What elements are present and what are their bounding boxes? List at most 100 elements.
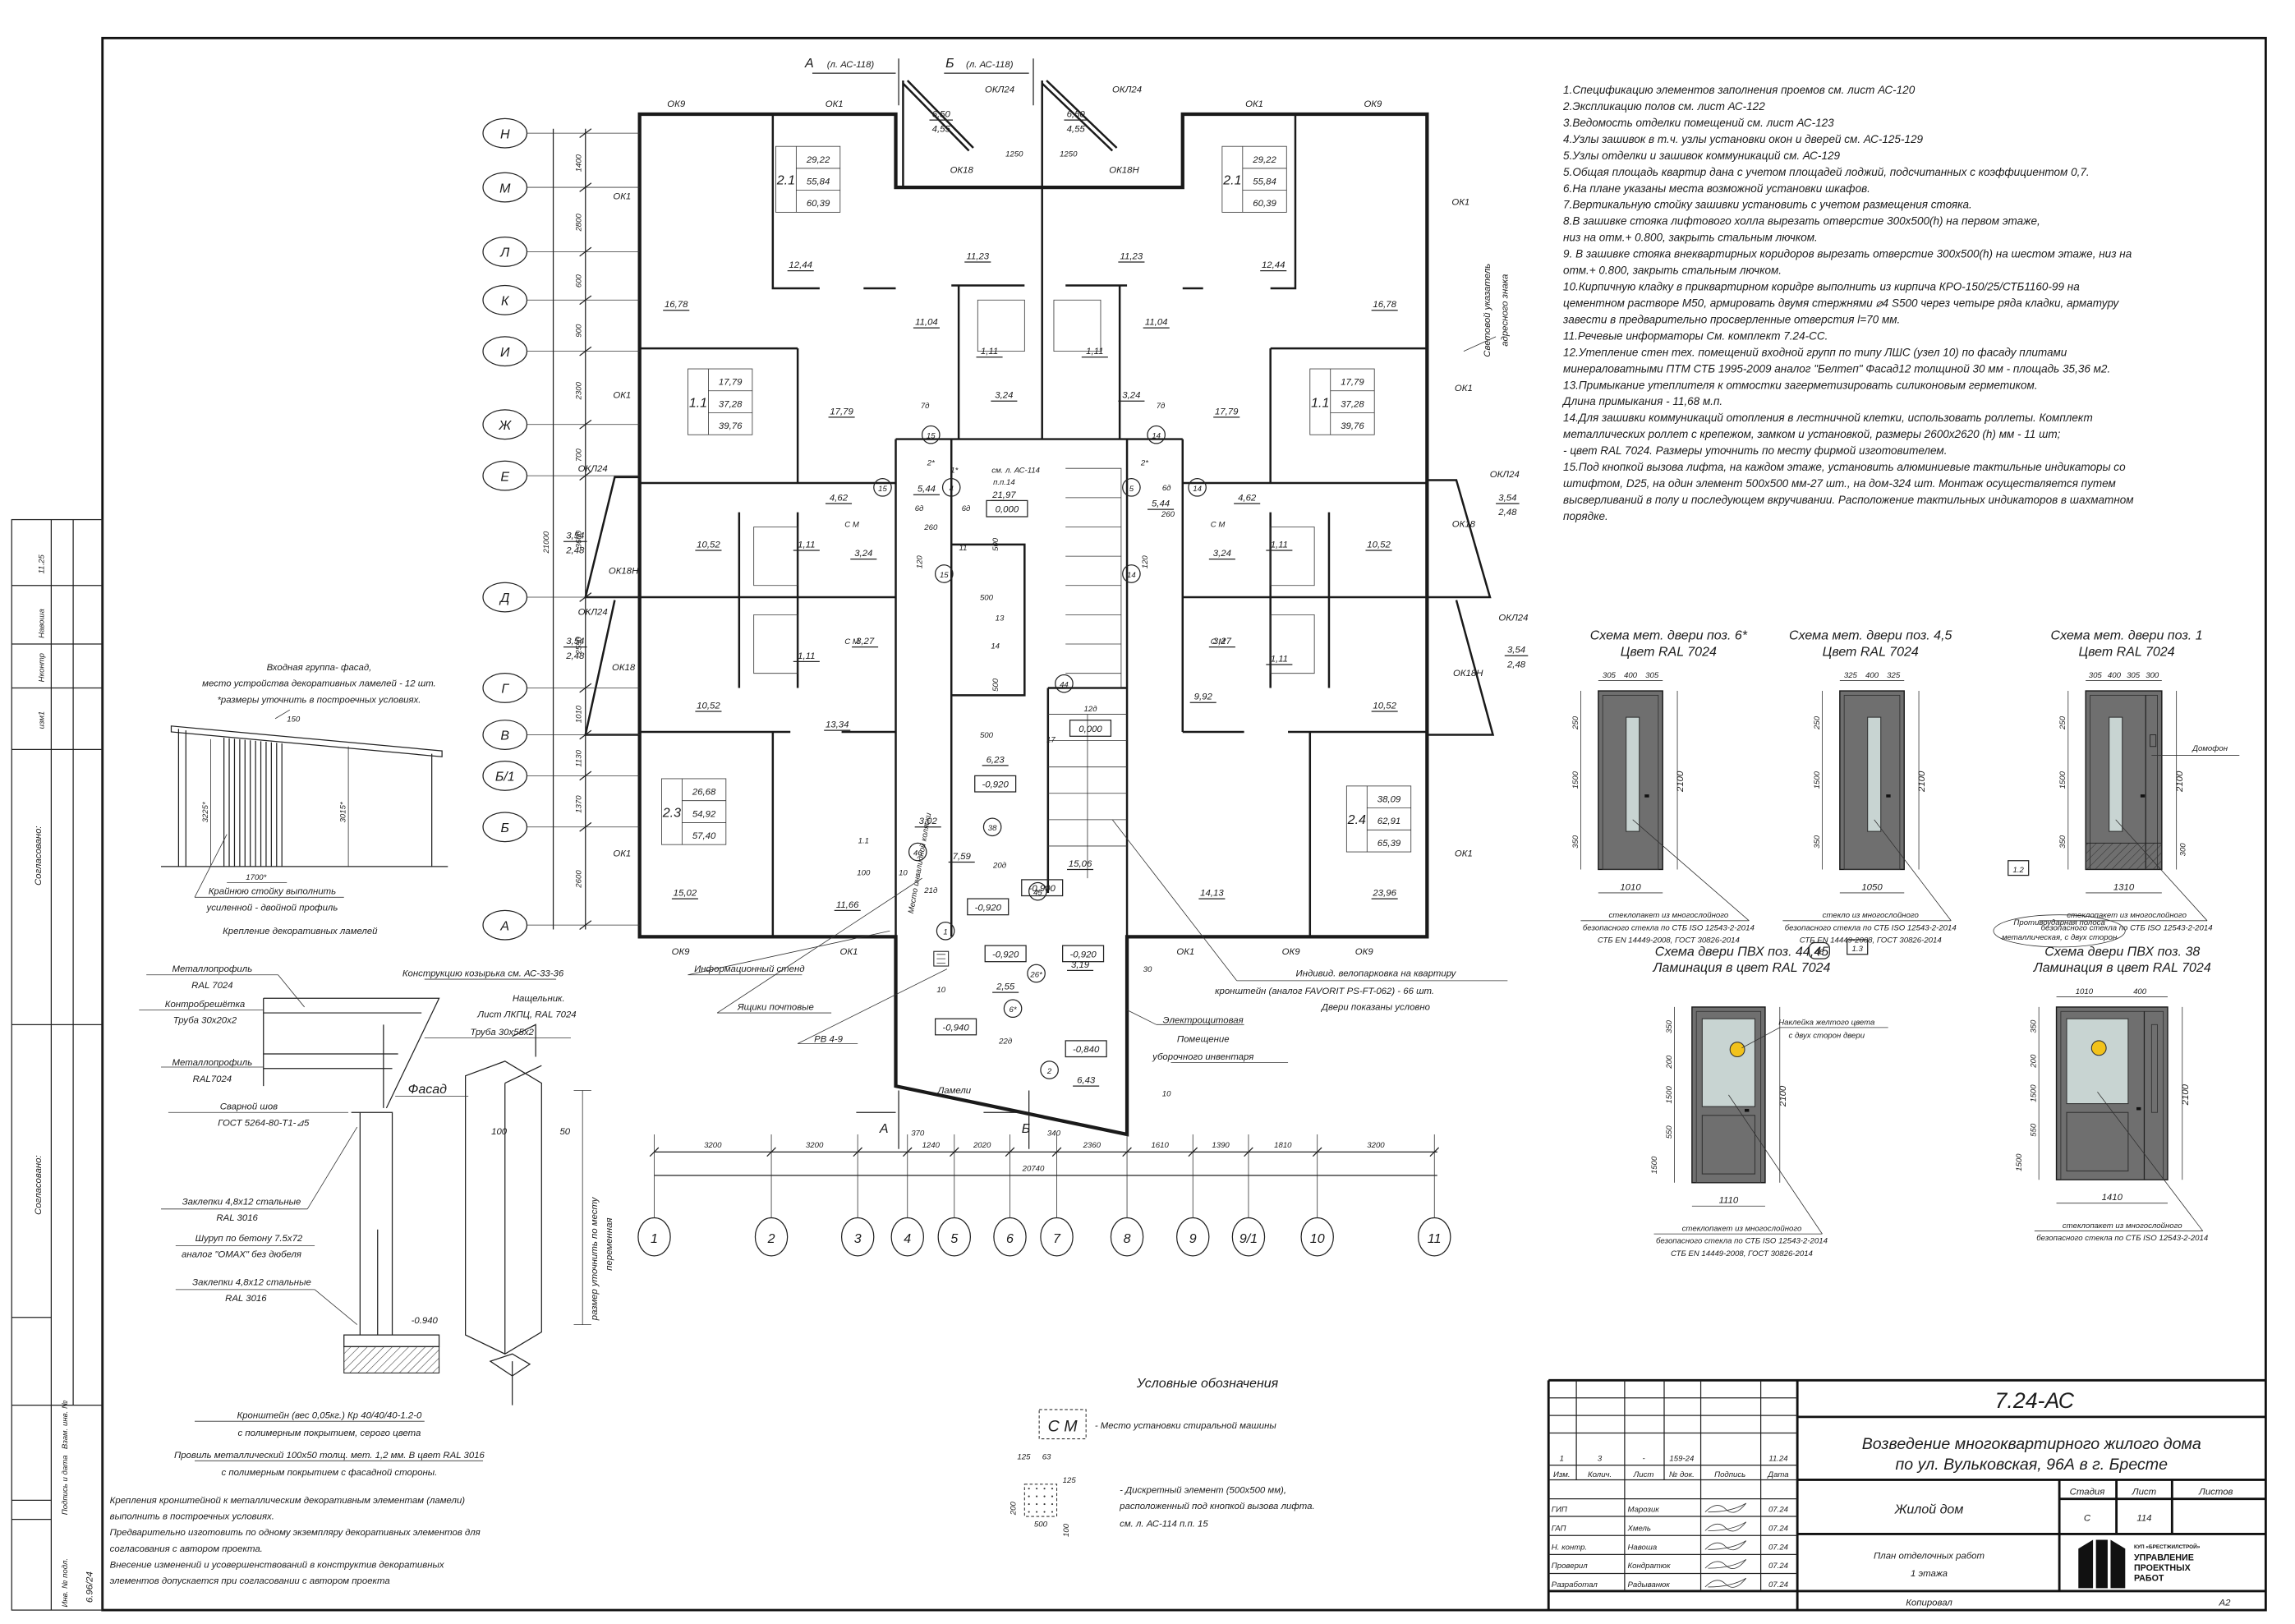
dim-bottom-value: 1610 (1151, 1141, 1169, 1150)
position-marker (1027, 964, 1046, 983)
change-row-cell: 3 (1598, 1454, 1603, 1463)
handwritten-cloud (1993, 914, 2126, 948)
sheet-title-1: План отделочных работ (1874, 1552, 1985, 1562)
stage-header: Стадия (2070, 1487, 2105, 1497)
tile-dim-125a: 125 (1017, 1453, 1031, 1462)
window-mark: ОК9 (1364, 99, 1382, 109)
ref-tag-box (2008, 860, 2030, 876)
apartment-type: 2.1 (1222, 173, 1241, 188)
window-mark: ОК18Н (1109, 165, 1139, 175)
apartment-badge-box (661, 778, 727, 845)
room-area: 17,79 (830, 407, 853, 416)
door-glass-note: СТБ EN 14449-2008, ГОСТ 30826-2014 (1671, 1249, 1813, 1258)
plan-annotation: 500 (991, 537, 1000, 551)
room-area: 10,52 (697, 540, 720, 550)
door-height: 2100 (2181, 1083, 2191, 1106)
door-note-leader (1874, 819, 1952, 922)
door-leaf (2085, 690, 2163, 871)
plan-annotation: 20д (992, 862, 1007, 871)
detail-leader (306, 1126, 358, 1210)
detail-note: элементов допускается при согласовании с… (110, 1576, 390, 1586)
note-line: минераловатными ПТМ СТБ 1995-2009 аналог… (1563, 362, 2110, 375)
window-mark: ОК9 (672, 947, 691, 957)
door-frame (1602, 694, 1659, 870)
balcony-area: 3,54 (1498, 493, 1516, 503)
window-mark: ОКЛ24 (985, 85, 1014, 94)
axis-label-number: 10 (1310, 1231, 1325, 1246)
note-line: 8.В зашивке стояка лифтового холла вырез… (1563, 215, 2040, 228)
balcony-area: 3,54 (1507, 646, 1525, 656)
apartment-type: 2.1 (776, 173, 795, 188)
balcony-right-top (1041, 80, 1118, 439)
dim-left-value: 1010 (574, 705, 583, 723)
plan-callout: Информационный стенд (694, 964, 804, 974)
plan-annotation: 260 (1161, 510, 1175, 519)
dim-tick (950, 1147, 959, 1157)
door-side-dim: 1500 (2030, 1084, 2039, 1102)
note-line: 15.Под кнопкой вызова лифта, на каждом э… (1563, 461, 2126, 473)
document-code: 7.24-АС (1995, 1388, 2075, 1413)
room-area: 3,24 (1122, 391, 1140, 401)
door-side-dim: 250 (2058, 715, 2067, 730)
level-mark: -0,920 (975, 903, 1002, 913)
detail-label: Сварной шов (220, 1102, 278, 1112)
staff-name: Навоша (1627, 1543, 1657, 1552)
profile-label: Провиль металлический 100х50 толщ. мет. … (174, 1451, 485, 1461)
plan-callout: Индивид. велопарковка на квартиру (1296, 969, 1457, 979)
position-marker-label: 15 (878, 485, 887, 494)
note-line: Длина примыкания - 11,68 м.п. (1561, 395, 1722, 407)
note-line: цементном растворе М50, армировать двумя… (1563, 297, 2119, 309)
detail-label: Конструкцию козырька см. АС-33-36 (402, 969, 564, 979)
bike-racks (1065, 467, 1122, 688)
door-top-dim: 300 (2146, 671, 2159, 680)
door-title-color: Ламинация в цвет RAL 7024 (2033, 960, 2211, 975)
org-name: КУП «БРЕСТЖИЛСТРОЙ» (2134, 1543, 2201, 1550)
sheet-value: 114 (2136, 1513, 2151, 1523)
dim-tick (902, 1147, 913, 1157)
position-marker-label: 14 (1193, 485, 1202, 494)
level-mark-box (1021, 879, 1064, 897)
position-marker (982, 817, 1002, 837)
dim-lines-left (552, 128, 586, 930)
axis-label-letter: М (499, 181, 511, 196)
stamp-approved-2: Согласовано: (34, 1155, 44, 1215)
window-mark: ОК9 (667, 99, 686, 109)
door-title-color: Цвет RAL 7024 (1823, 644, 1919, 659)
room-area: 3,24 (854, 549, 872, 559)
door-height: 2100 (2175, 771, 2185, 793)
door-top-dim: 305 (1645, 671, 1659, 680)
facade-leader (194, 834, 344, 898)
plan-annotation: 120 (1141, 555, 1150, 569)
plan-callout: адресного знака (1500, 274, 1510, 347)
staff-date: 07.24 (1768, 1524, 1788, 1533)
signature (1704, 1540, 1747, 1551)
apartment-type: 1.1 (689, 395, 707, 410)
note-line: 5.Общая площадь квартир дана с учетом пл… (1563, 166, 2090, 178)
staff-role: Н. контр. (1552, 1543, 1587, 1552)
axis-label-letter: Д (499, 591, 509, 605)
tactile-dot (1051, 1488, 1054, 1490)
dim-tick (1312, 1147, 1322, 1157)
detail-label: RAL 3016 (225, 1294, 267, 1304)
dim-bottom-value: 340 (1047, 1129, 1061, 1139)
tactile-dot (1043, 1488, 1046, 1490)
dim-tick (1188, 1147, 1198, 1157)
door-width: 1110 (1719, 1196, 1739, 1206)
section-b-ref: (л. АС-118) (966, 60, 1014, 70)
room-area: 21,97 (991, 490, 1016, 500)
note-line: отм.+ 0.800, закрыть стальным лючком. (1563, 265, 1782, 277)
room-area: 1,11 (981, 347, 998, 357)
bracket-label: Кронштейн (вес 0,05кг.) Кр 40/40/40-1.2-… (237, 1411, 422, 1421)
apartment-badge-box (1345, 785, 1412, 853)
axis-label-number: 8 (1124, 1231, 1131, 1246)
apartment-badge-box (775, 145, 841, 213)
plan-annotation: 7д (1157, 402, 1166, 411)
sticker-note: Наклейка желтого цвета (1778, 1018, 1875, 1027)
door-side-dim: 1500 (1813, 771, 1822, 789)
mailboxes (933, 950, 950, 967)
apartment-area: 55,84 (807, 177, 830, 187)
note-line: высверливаний в полу и последующем вкруч… (1563, 494, 2134, 506)
apartment-area: 29,22 (806, 155, 830, 165)
note-line: 9. В зашивке стояка внеквартирных коридо… (1563, 248, 2132, 260)
